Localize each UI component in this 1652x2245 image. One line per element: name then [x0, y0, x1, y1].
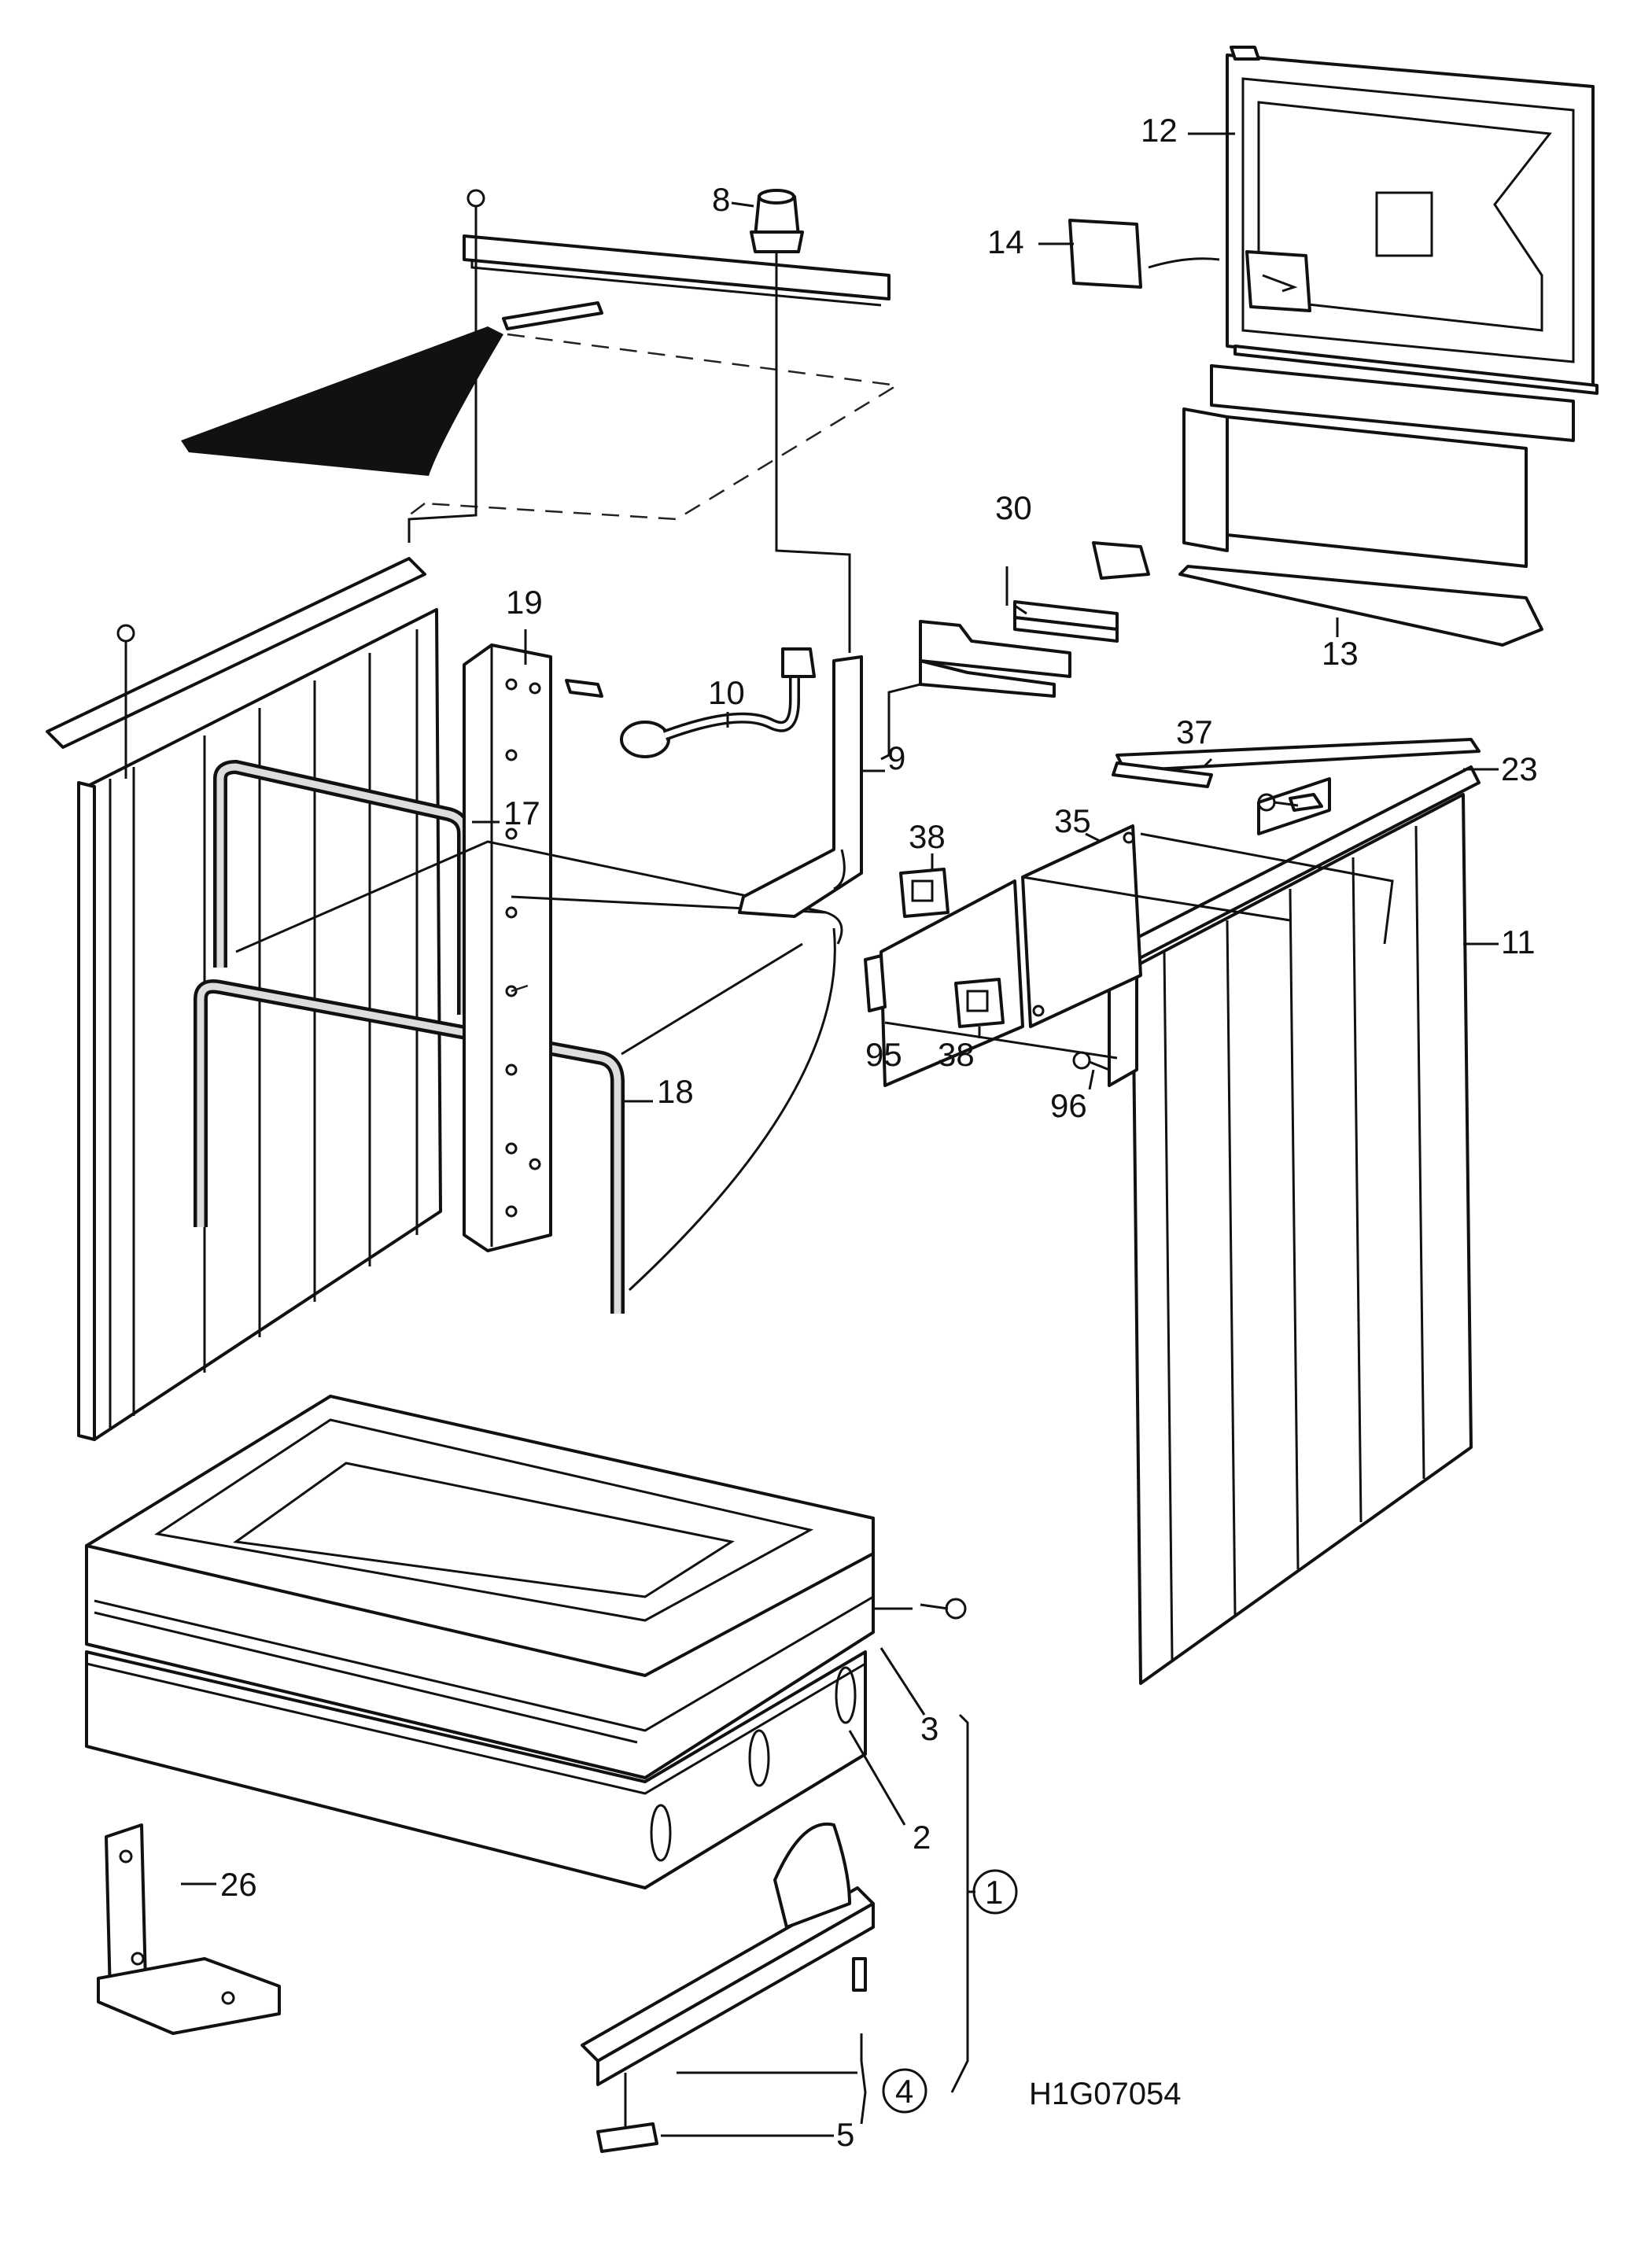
base-part-2 — [85, 1650, 867, 1889]
callout-4: 4 — [895, 2073, 913, 2110]
callout-26: 26 — [220, 1866, 257, 1903]
grommet-part-8 — [731, 189, 804, 253]
callout-2: 2 — [913, 1819, 931, 1856]
right-side-panel-part-11 — [1108, 738, 1481, 1685]
callout-30: 30 — [995, 489, 1032, 526]
plate-part-14 — [1068, 219, 1311, 312]
drawing-code: H1G07054 — [1029, 2077, 1181, 2111]
back-panel-part-12 — [1226, 46, 1599, 395]
callout-11: 11 — [1501, 923, 1536, 960]
callout-10: 10 — [708, 674, 745, 711]
callout-12: 12 — [1141, 112, 1178, 149]
callout-3: 3 — [920, 1710, 938, 1747]
callout-35: 35 — [1054, 802, 1091, 839]
leveler-part-5 — [596, 2073, 658, 2153]
callout-5: 5 — [836, 2116, 854, 2153]
board-part-95 — [864, 879, 1118, 1087]
callout-19: 19 — [506, 584, 543, 621]
bracket-part-19 — [463, 643, 603, 1252]
callout-9: 9 — [887, 739, 905, 776]
callout-circle-4 — [882, 2068, 927, 2114]
cable-part-10 — [620, 647, 816, 758]
callout-17: 17 — [503, 794, 540, 831]
screw-part-96 — [1072, 1051, 1110, 1071]
callout-1: 1 — [985, 1874, 1003, 1911]
left-side-panel — [46, 557, 442, 1441]
board-part-35 — [1021, 824, 1394, 1028]
callout-13: 13 — [1322, 635, 1359, 672]
callout-37: 37 — [1176, 713, 1213, 750]
relay-part-38-a — [899, 868, 950, 918]
top-plate — [181, 326, 503, 476]
duct-part-9 — [738, 655, 863, 918]
callout-circle-1 — [972, 1869, 1018, 1915]
screw-near-23 — [1257, 793, 1299, 812]
callout-23: 23 — [1501, 750, 1538, 787]
top-rail — [463, 189, 891, 330]
callout-95: 95 — [865, 1036, 902, 1073]
bracket-part-30 — [880, 541, 1150, 761]
callout-14: 14 — [987, 223, 1024, 260]
callout-38-bottom: 38 — [938, 1036, 975, 1073]
caster-rail-part-4 — [581, 1822, 875, 2086]
callout-38-top: 38 — [909, 818, 946, 855]
callout-18: 18 — [657, 1073, 694, 1110]
strip-part-37 — [1112, 761, 1213, 788]
tube-part-18 — [194, 979, 625, 1314]
callout-8: 8 — [712, 181, 730, 218]
lower-back-part-13 — [1178, 364, 1575, 647]
screw-near-3 — [920, 1598, 967, 1620]
bracket-part-26 — [97, 1823, 281, 2035]
relay-part-38-b — [954, 978, 1005, 1028]
base-frame-part-3 — [85, 1395, 875, 1779]
callout-96: 96 — [1050, 1087, 1087, 1124]
